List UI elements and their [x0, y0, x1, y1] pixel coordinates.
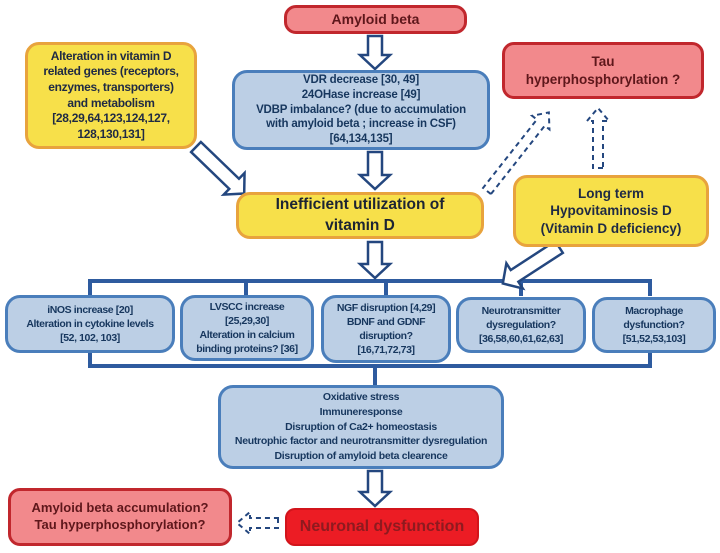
- node-tau-hyperphosphorylation: Tau hyperphosphorylation ?: [502, 42, 704, 99]
- node-oxidative-stress-summary: Oxidative stress Immuneresponse Disrupti…: [218, 385, 504, 469]
- dashed-left-arrow-icon: [235, 509, 279, 537]
- node-hypovitaminosis: Long term Hypovitaminosis D (Vitamin D d…: [513, 175, 709, 247]
- down-arrow-icon: [356, 240, 394, 280]
- bottom-bracket-line: [88, 353, 652, 385]
- dashed-up-arrow-icon: [584, 106, 612, 169]
- down-arrow-icon: [356, 150, 394, 191]
- node-ngf-bdnf-gdnf: NGF disruption [4,29] BDNF and GDNF disr…: [321, 295, 451, 363]
- node-amyloid-accumulation: Amyloid beta accumulation? Tau hyperphos…: [8, 488, 232, 546]
- diagonal-arrow-icon: [501, 239, 565, 291]
- node-macrophage-dysfunction: Macrophage dysfunction? [51,52,53,103]: [592, 297, 716, 353]
- node-neurotransmitter-dysregulation: Neurotransmitter dysregulation? [36,58,6…: [456, 297, 586, 353]
- node-inos-cytokine: iNOS increase [20] Alteration in cytokin…: [5, 295, 175, 353]
- down-arrow-icon: [356, 34, 394, 71]
- node-lvscc-calcium: LVSCC increase [25,29,30] Alteration in …: [180, 295, 314, 361]
- node-amyloid-beta: Amyloid beta: [284, 5, 467, 34]
- dashed-diagonal-arrow-icon: [481, 111, 551, 196]
- diagonal-arrow-icon: [189, 140, 246, 197]
- down-arrow-icon: [356, 469, 394, 508]
- node-vdr-decrease: VDR decrease [30, 49] 24OHase increase […: [232, 70, 490, 150]
- node-vitamin-d-genes: Alteration in vitamin D related genes (r…: [25, 42, 197, 149]
- node-neuronal-dysfunction: Neuronal dysfunction: [285, 508, 479, 546]
- top-bracket-line: [88, 279, 652, 296]
- node-inefficient-utilization: Inefficient utilization of vitamin D: [236, 192, 484, 239]
